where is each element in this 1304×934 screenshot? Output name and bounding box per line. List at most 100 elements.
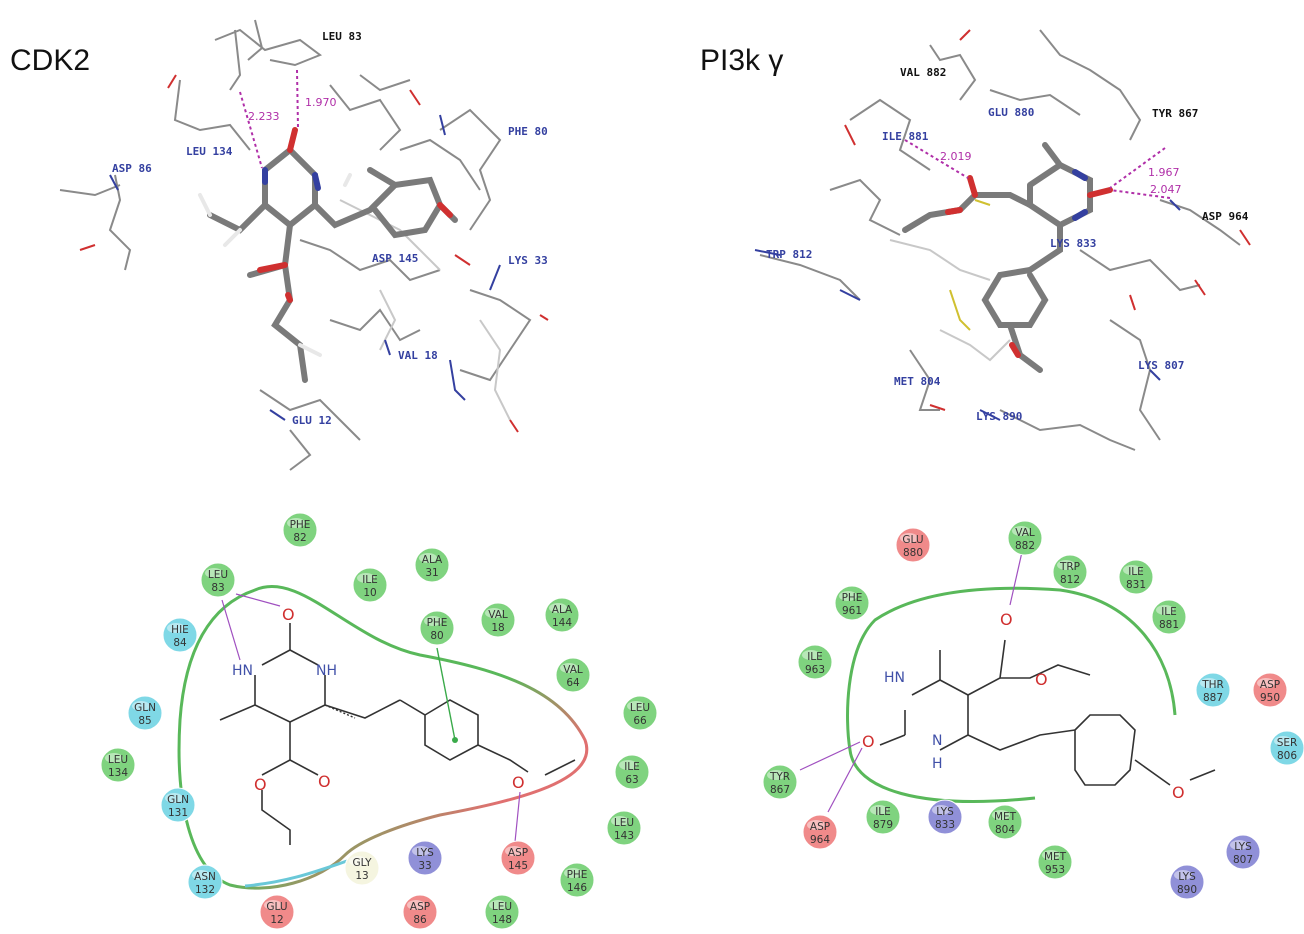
pi3k-distance-1: 2.019 [940,150,972,163]
residue-disc-highlight [287,518,305,528]
residue-disc-highlight [611,816,629,826]
cdk2-atom-o2: O [318,772,331,791]
residue-number: 961 [842,605,862,617]
cdk2-atom-nh: NH [316,663,337,679]
residue-number: 806 [1277,750,1297,762]
residue-disc [100,747,136,783]
residue-disc [352,567,388,603]
residue-disc [414,547,450,583]
residue-name: MET [994,811,1017,823]
residue-number: 144 [552,617,572,629]
residue-disc-highlight [192,870,210,880]
residue-name: LEU [630,702,650,714]
residue-name: ILE [1161,606,1177,618]
residue-number: 831 [1126,579,1146,591]
residue-name: SER [1277,737,1298,749]
residue-disc-highlight [1042,850,1060,860]
residue-number: 33 [418,860,431,872]
residue-number: 132 [195,884,215,896]
cdk2-label-phe80: PHE 80 [508,125,548,138]
residue-disc-highlight [412,846,430,856]
residue-number: 807 [1233,854,1253,866]
pi3k-hbonds [904,139,1171,199]
residue-disc-highlight [1230,840,1248,850]
cdk2-nitrogen-wires [109,114,501,421]
residue-disc [1169,864,1205,900]
pi3k-protein-wires [759,29,1241,451]
residue-name: ILE [1128,566,1144,578]
pi3k-ligand-sticks [902,142,1093,373]
residue-disc [187,864,223,900]
residue-disc [259,894,295,930]
pi3k-nitrogen-wires [754,199,1181,421]
residue-disc-highlight [505,846,523,856]
pi3k-atom-o4: O [1172,783,1185,802]
residue-number: 63 [625,774,638,786]
residue-disc [344,850,380,886]
residue-name: LYS [1178,871,1196,883]
residue-disc-highlight [407,900,425,910]
residue-number: 85 [138,715,151,727]
residue-disc-highlight [900,533,918,543]
residue-name: MET [1044,851,1067,863]
residue-disc-highlight [627,701,645,711]
residue-number: 148 [492,914,512,926]
residue-name: THR [1201,679,1224,691]
residue-disc-highlight [870,805,888,815]
residue-disc [614,754,650,790]
residue-disc [200,562,236,598]
residue-disc [1252,672,1288,708]
cdk2-label-leu83: LEU 83 [322,30,362,43]
pi3k-distance-2: 1.967 [1148,166,1180,179]
cdk2-pocket-solvent-segment [244,858,351,888]
residue-name: LEU [614,817,634,829]
residue-number: 31 [425,567,438,579]
residue-disc-highlight [802,650,820,660]
residue-disc-highlight [205,568,223,578]
residue-disc-highlight [1274,736,1292,746]
cdk2-ligand-nitrogens [262,167,321,191]
cdk2-ligand-sticks [207,145,458,383]
residue-disc-highlight [1156,605,1174,615]
residue-disc [407,840,443,876]
residue-disc-highlight [349,856,367,866]
residue-disc-highlight [619,760,637,770]
residue-disc-highlight [564,868,582,878]
residue-number: 812 [1060,574,1080,586]
residue-name: PHE [842,592,863,604]
residue-name: LYS [936,806,954,818]
residue-disc [419,610,455,646]
residue-name: LEU [208,569,228,581]
residue-name: PHE [427,617,448,629]
residue-disc-highlight [1012,526,1030,536]
residue-disc [1269,730,1304,766]
residue-disc [834,585,870,621]
cdk2-atom-hn: HN [232,663,253,679]
residue-disc [1118,559,1154,595]
residue-disc [1007,520,1043,556]
residue-name: ASP [810,821,830,833]
cdk2-label-asp86: ASP 86 [112,162,152,175]
cdk2-panel-title: CDK2 [10,44,91,77]
residue-disc-highlight [549,603,567,613]
residue-number: 64 [566,677,580,689]
cdk2-distance-2: 1.970 [305,96,337,109]
pi3k-atom-o2: O [1035,670,1048,689]
pi3k-ligand-nitrogens [1072,169,1088,221]
residue-disc [1052,554,1088,590]
pi3k-label-tyr867: TYR 867 [1152,107,1198,120]
residue-number: 143 [614,830,634,842]
residue-number: 13 [355,870,368,882]
